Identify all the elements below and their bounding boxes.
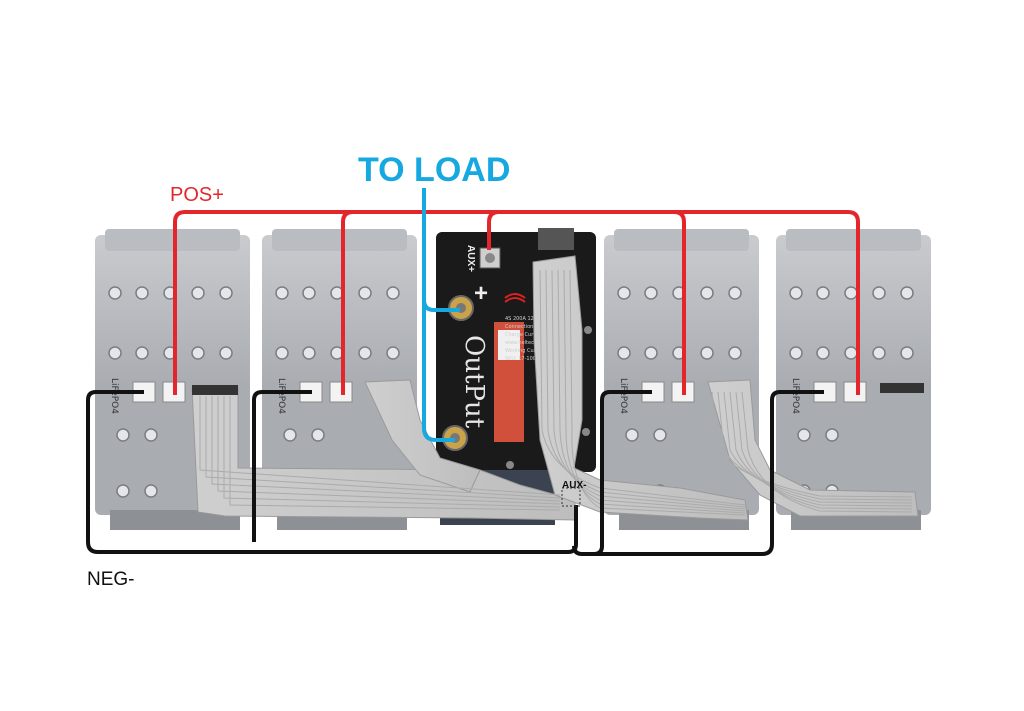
ribbon-stripe	[563, 269, 746, 514]
terminal-pads	[132, 381, 867, 403]
load-wire	[422, 188, 460, 442]
pcb-info-line: 4S 200A 12V	[505, 316, 538, 322]
bolt-icon	[358, 346, 372, 360]
bolt-icon	[900, 286, 914, 300]
pack-label-2: LiFePO4	[276, 378, 286, 414]
bolt-icon	[700, 346, 714, 360]
ribbon-stripe	[217, 396, 561, 505]
to-load-label: TO LOAD	[358, 151, 510, 189]
bolt-icon	[816, 286, 830, 300]
bolt-icon	[644, 286, 658, 300]
pcb-info-line: Working Current	[505, 348, 546, 354]
bolt-icon	[144, 484, 158, 498]
bolt-icon	[844, 346, 858, 360]
bolt-icon	[116, 428, 130, 442]
pcb-info-line: Charge Current	[505, 332, 543, 338]
pack-label-1: LiFePO4	[109, 378, 119, 414]
bolt-icon	[108, 286, 122, 300]
negative-wire	[86, 390, 824, 556]
bolt-icon	[617, 346, 631, 360]
ribbon-stripe	[551, 269, 746, 510]
bolt-icon	[135, 286, 149, 300]
bolt-icon	[844, 286, 858, 300]
bolt-icon	[700, 286, 714, 300]
ribbon-stripe	[735, 391, 913, 510]
pack-label-3: LiFePO4	[618, 378, 628, 414]
bolt-icon	[900, 346, 914, 360]
bolt-icon	[144, 428, 158, 442]
bolt-icon	[789, 346, 803, 360]
pcb-info-line: SKU: 17-1000A	[505, 356, 543, 362]
pcb-info-line: www.heltec-bms	[505, 340, 547, 346]
bolt-icon	[644, 346, 658, 360]
bolt-icon	[617, 286, 631, 300]
bolt-icon	[116, 484, 130, 498]
ribbon-stripe	[545, 269, 746, 508]
battery-pack-4	[776, 229, 931, 530]
bolt-icon	[872, 286, 886, 300]
bolt-icon	[728, 286, 742, 300]
bolt-icon	[302, 346, 316, 360]
ribbon-stripe	[211, 396, 561, 502]
bolt-icon	[653, 428, 667, 442]
bolt-icon	[219, 346, 233, 360]
bolt-icon	[275, 346, 289, 360]
bolt-icon	[386, 346, 400, 360]
bolt-icon	[797, 428, 811, 442]
bolt-icon	[358, 286, 372, 300]
ribbon-stripe	[205, 396, 561, 499]
pack-label-4: LiFePO4	[790, 378, 800, 414]
bolt-icon	[789, 286, 803, 300]
bolt-icon	[311, 428, 325, 442]
pos-label: POS+	[170, 184, 224, 206]
ribbon-stripe	[199, 396, 561, 496]
positive-wire	[173, 210, 860, 395]
bolt-icon	[191, 286, 205, 300]
ribbon-stripe	[229, 396, 561, 511]
bolt-icon	[872, 346, 886, 360]
aux-plus-label: AUX+	[465, 245, 476, 272]
bolt-icon	[302, 286, 316, 300]
aux-minus-connector	[561, 487, 581, 507]
bolt-icon	[625, 428, 639, 442]
bolt-icon	[108, 346, 122, 360]
bolt-icon	[386, 286, 400, 300]
aux-minus-label: AUX-	[562, 480, 586, 491]
bolt-icon	[825, 428, 839, 442]
ribbon-stripe	[569, 269, 746, 516]
bolt-icon	[135, 346, 149, 360]
ribbon-stripe	[539, 269, 746, 506]
bolt-icon	[219, 286, 233, 300]
ribbon-stripe	[557, 269, 746, 512]
plus-symbol: +	[474, 280, 488, 307]
bolt-icon	[728, 346, 742, 360]
balance-ribbon-cables	[191, 255, 924, 521]
output-label: OutPut	[459, 335, 489, 429]
bolt-icon	[283, 428, 297, 442]
ribbon-stripe	[223, 396, 561, 508]
bolt-icon	[816, 346, 830, 360]
bolt-icon	[191, 346, 205, 360]
pcb-info-line: Connection	[505, 324, 533, 330]
bolt-icon	[275, 286, 289, 300]
neg-label: NEG-	[87, 569, 135, 590]
